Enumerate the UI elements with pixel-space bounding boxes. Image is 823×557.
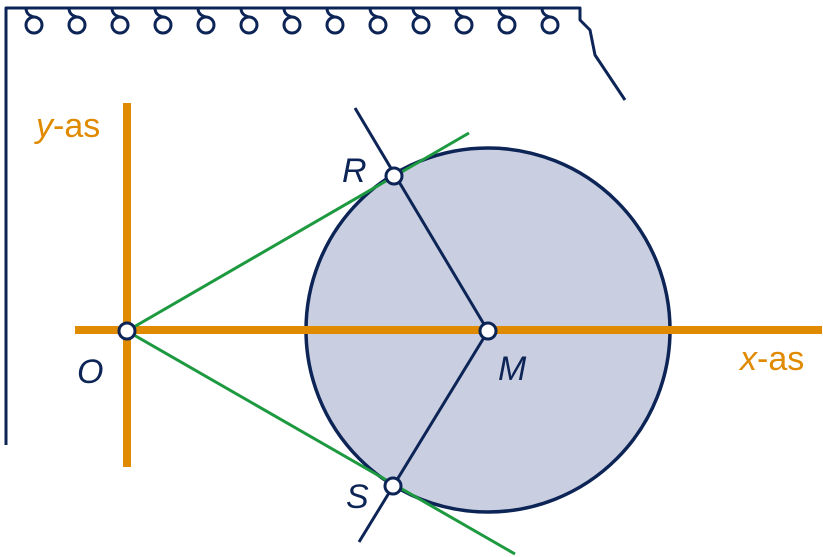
spiral-ring: [497, 15, 517, 35]
spiral-ring: [110, 15, 130, 35]
spiral-ring: [24, 15, 44, 35]
point-m-label: M: [498, 350, 527, 388]
spiral-ring: [325, 15, 345, 35]
spiral-ring: [282, 15, 302, 35]
tangent-line-upper: [126, 131, 470, 333]
spiral-ring: [540, 15, 560, 35]
point-r-label: R: [342, 152, 367, 190]
point-o: [117, 321, 137, 341]
tangent-line-lower: [126, 329, 516, 556]
point-r: [384, 166, 404, 186]
notebook-frame: [4, 6, 627, 445]
x-axis-label: x-as: [738, 340, 804, 378]
spiral-ring: [67, 15, 87, 35]
spiral-ring: [411, 15, 431, 35]
spiral-ring: [196, 15, 216, 35]
point-s-label: S: [346, 478, 369, 516]
point-s: [383, 476, 403, 496]
spiral-ring: [239, 15, 259, 35]
spiral-ring: [153, 15, 173, 35]
point-m: [478, 321, 498, 341]
notebook-edge: [4, 6, 627, 445]
spiral-ring: [368, 15, 388, 35]
point-o-label: O: [77, 353, 103, 391]
y-axis-label: y-as: [34, 107, 100, 145]
line-mr: [353, 107, 490, 332]
spiral-binding: [24, 7, 560, 35]
line-ms: [357, 330, 490, 543]
spiral-ring: [454, 15, 474, 35]
